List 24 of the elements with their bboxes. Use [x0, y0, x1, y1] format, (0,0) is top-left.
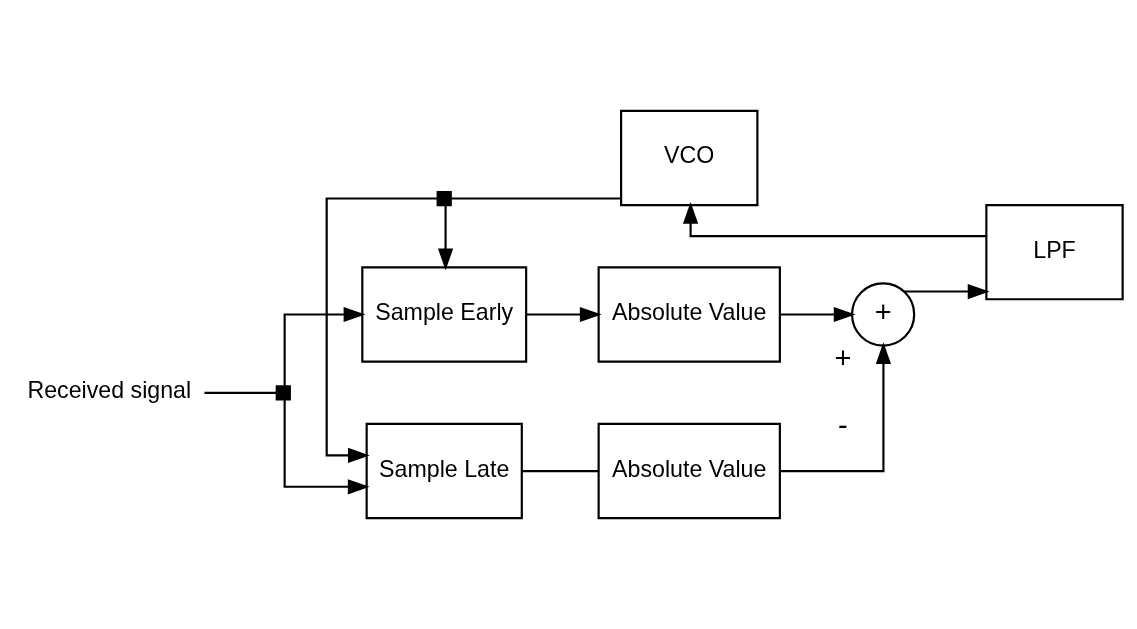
arrow [780, 342, 892, 473]
connector [522, 470, 599, 473]
connector [204, 391, 277, 394]
arrow [283, 399, 370, 495]
arrow [437, 205, 454, 271]
connector [451, 197, 621, 200]
arrow [904, 283, 990, 300]
arrow [779, 306, 856, 323]
node-text: Received signal [27, 377, 192, 404]
node-box: Absolute Value [597, 422, 781, 520]
node-box: VCO [620, 109, 759, 207]
arrow [683, 202, 987, 238]
node-circle: + [850, 282, 916, 347]
node-label: + [834, 342, 852, 375]
arrow [283, 306, 366, 387]
node-box [436, 190, 452, 207]
arrow [325, 197, 438, 463]
node-box [275, 385, 291, 401]
node-box: Absolute Value [597, 266, 781, 363]
node-label: - [838, 409, 848, 442]
node-box: Sample Late [365, 422, 523, 520]
node-box: Sample Early [361, 266, 528, 363]
arrow [526, 306, 602, 323]
node-box: LPF [985, 203, 1124, 301]
